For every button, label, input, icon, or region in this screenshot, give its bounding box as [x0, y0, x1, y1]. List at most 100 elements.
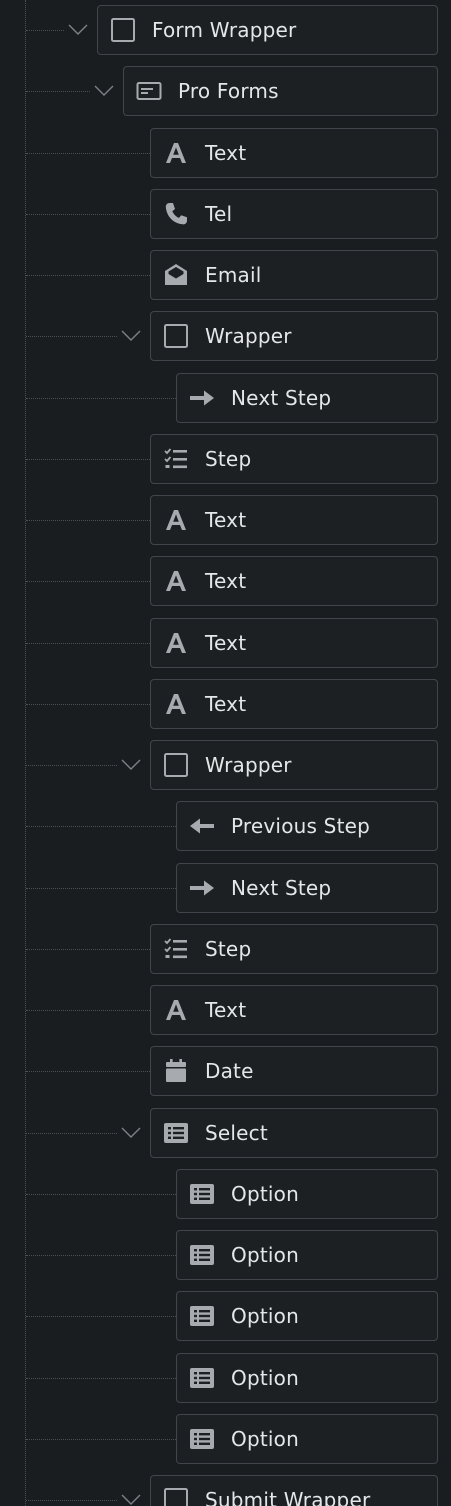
- tree-connector-line: [26, 642, 150, 644]
- tree-item[interactable]: Select: [150, 1107, 438, 1158]
- tree-item[interactable]: Wrapper: [150, 740, 438, 790]
- tree-connector-line: [26, 30, 64, 31]
- tree-item-label: Previous Step: [231, 814, 371, 839]
- tree-connector-line: [26, 1377, 176, 1379]
- tree-connector-line: [26, 520, 150, 521]
- tree-item[interactable]: Step: [150, 923, 438, 974]
- tree-item[interactable]: Next Step: [176, 372, 438, 423]
- select-list-icon: [189, 1303, 215, 1329]
- tree-row: Next Step: [0, 372, 451, 425]
- tree-item[interactable]: Date: [150, 1046, 438, 1097]
- tree-row: Wrapper: [0, 740, 451, 792]
- tree-item[interactable]: Submit Wrapper: [150, 1475, 438, 1506]
- tree-row: Text: [0, 495, 451, 547]
- text-icon: [163, 997, 189, 1023]
- chevron-down-icon[interactable]: [121, 1125, 141, 1141]
- tree-item[interactable]: Text: [150, 985, 438, 1035]
- tree-connector-line: [26, 336, 117, 338]
- tree-connector-line: [26, 213, 150, 215]
- tree-item[interactable]: Previous Step: [176, 801, 438, 852]
- square-icon: [163, 323, 189, 349]
- chevron-down-icon[interactable]: [68, 22, 88, 38]
- select-list-icon: [189, 1426, 215, 1452]
- tree-item-label: Text: [205, 998, 247, 1022]
- chevron-down-icon[interactable]: [94, 83, 114, 99]
- select-list-icon: [189, 1242, 215, 1268]
- tree-row: Submit Wrapper: [0, 1475, 451, 1506]
- tree-item[interactable]: Option: [176, 1352, 438, 1403]
- select-list-icon: [189, 1365, 215, 1391]
- tree-connector-line: [26, 1071, 150, 1073]
- tree-row: Text: [0, 556, 451, 608]
- tree-item-label: Email: [205, 263, 262, 287]
- tree-row: Date: [0, 1046, 451, 1098]
- tree-item[interactable]: Step: [150, 433, 438, 484]
- tree-connector-line: [26, 1500, 117, 1501]
- arrow-right-icon: [189, 875, 215, 901]
- tree-item-label: Step: [205, 936, 252, 961]
- tree-row: Text: [0, 127, 451, 180]
- chevron-down-icon[interactable]: [121, 757, 141, 773]
- tree-item[interactable]: Text: [150, 556, 438, 607]
- tree-item-label: Tel: [205, 201, 233, 226]
- tree-item[interactable]: Option: [176, 1230, 438, 1280]
- square-icon: [163, 1487, 189, 1506]
- form-icon: [136, 78, 162, 104]
- tree-connector-line: [26, 1255, 176, 1256]
- tree-item-label: Option: [231, 1181, 299, 1206]
- tree-row: Previous Step: [0, 801, 451, 853]
- tree-item[interactable]: Option: [176, 1413, 438, 1464]
- tree-row: Tel: [0, 188, 451, 241]
- tree-item[interactable]: Text: [150, 678, 438, 729]
- tree-row: Text: [0, 617, 451, 670]
- tree-item-label: Next Step: [231, 875, 332, 900]
- tree-item-label: Text: [205, 508, 247, 532]
- tree-row: Option: [0, 1230, 451, 1282]
- text-icon: [163, 507, 189, 533]
- chevron-down-icon[interactable]: [121, 1492, 141, 1506]
- tree-row: Next Step: [0, 862, 451, 915]
- tree-item-label: Text: [205, 569, 247, 594]
- tree-row: Form Wrapper: [0, 5, 451, 57]
- tree-item[interactable]: Option: [176, 1291, 438, 1342]
- tree-row: Option: [0, 1352, 451, 1405]
- tree-connector-line: [26, 765, 117, 766]
- tree-connector-line: [26, 397, 176, 399]
- tree-row: Option: [0, 1168, 451, 1221]
- tree-connector-line: [26, 948, 150, 950]
- tree-item[interactable]: Wrapper: [150, 311, 438, 362]
- tree-item[interactable]: Tel: [150, 188, 438, 239]
- tree-item-label: Wrapper: [205, 324, 292, 349]
- tree-item[interactable]: Text: [150, 617, 438, 668]
- tree-connector-line: [26, 703, 150, 705]
- list-check-icon: [163, 446, 189, 472]
- tree-connector-line: [26, 1010, 150, 1011]
- tree-item[interactable]: Form Wrapper: [97, 5, 438, 55]
- arrow-right-icon: [189, 385, 215, 411]
- tree-item-label: Submit Wrapper: [205, 1488, 371, 1506]
- tree-connector-line: [26, 458, 150, 460]
- tree-item-label: Option: [231, 1426, 299, 1451]
- tree-row: Pro Forms: [0, 66, 451, 118]
- envelope-icon: [163, 262, 189, 288]
- tree-connector-line: [26, 826, 176, 828]
- select-list-icon: [189, 1181, 215, 1207]
- tree-item-label: Date: [205, 1059, 254, 1084]
- tree-item-label: Next Step: [231, 385, 332, 410]
- tree-item-label: Form Wrapper: [152, 18, 297, 42]
- list-check-icon: [163, 936, 189, 962]
- tree-item[interactable]: Option: [176, 1168, 438, 1219]
- tree-item[interactable]: Pro Forms: [123, 66, 438, 117]
- tree-item[interactable]: Email: [150, 250, 438, 300]
- tree-item[interactable]: Next Step: [176, 862, 438, 913]
- tree-item[interactable]: Text: [150, 127, 438, 178]
- phone-icon: [163, 201, 189, 227]
- tree-item[interactable]: Text: [150, 495, 438, 545]
- tree-item-label: Text: [205, 691, 247, 716]
- tree-row: Step: [0, 433, 451, 486]
- tree-connector-line: [26, 91, 90, 93]
- chevron-down-icon[interactable]: [121, 328, 141, 344]
- square-icon: [110, 17, 136, 43]
- tree-item-label: Option: [231, 1365, 299, 1390]
